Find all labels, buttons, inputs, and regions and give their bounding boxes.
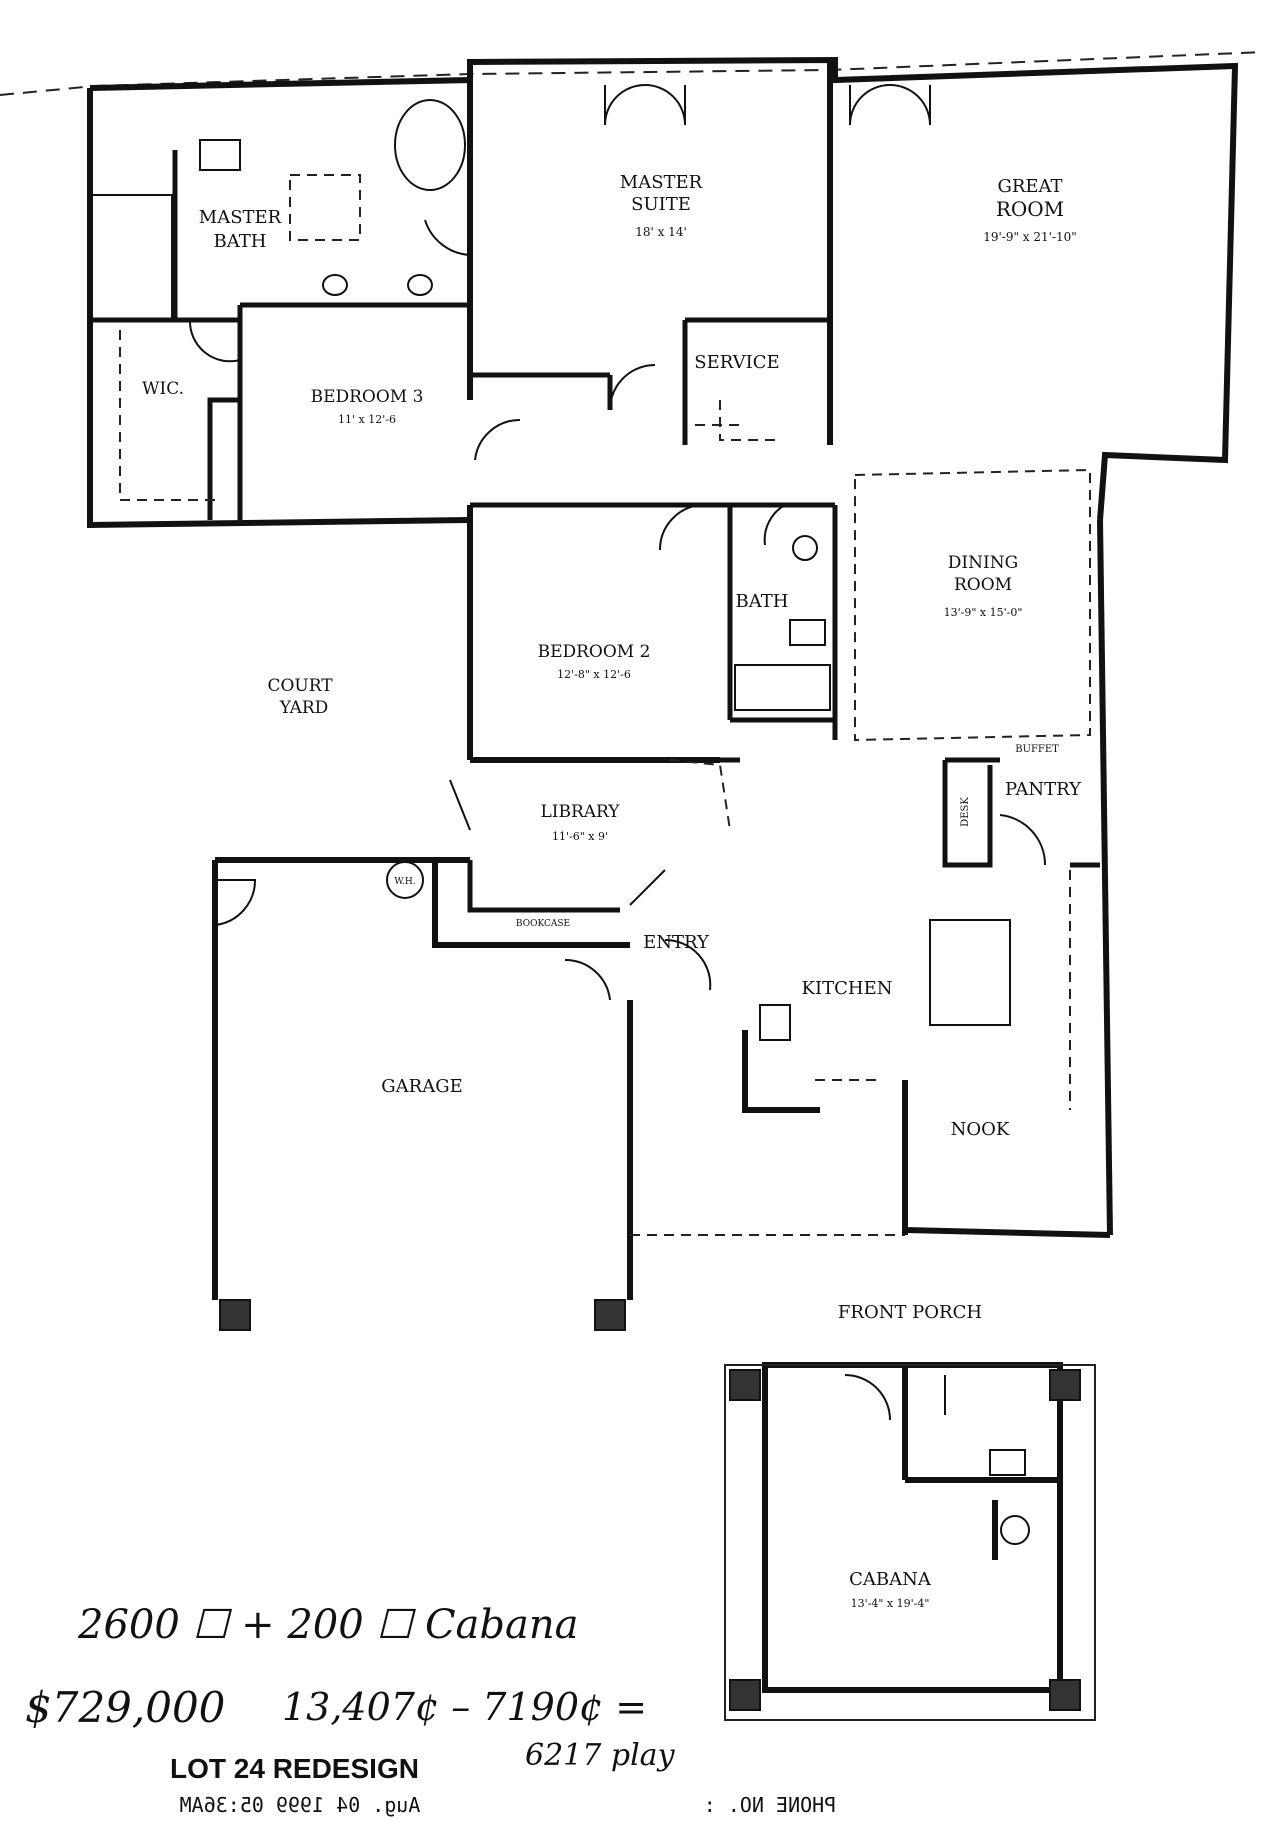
handwritten-notes: 2600 ☐ + 200 ☐ Cabana $729,000 13,407¢ –… (25, 1602, 676, 1773)
sink-icon (407, 274, 433, 296)
sink-icon (792, 535, 818, 561)
water-heater-label: W.H. (394, 877, 415, 887)
dining-room-label-2: ROOM (954, 575, 1012, 595)
sink-icon (1000, 1515, 1030, 1545)
library-label: LIBRARY (540, 802, 620, 822)
nook-label: NOOK (951, 1119, 1010, 1140)
toilet-icon (199, 139, 241, 171)
great-room-label-1: GREAT (997, 176, 1062, 197)
room-labels: MASTER BATH MASTER SUITE 18' x 14' GREAT… (142, 172, 1082, 1610)
great-room-label-2: ROOM (996, 197, 1064, 221)
lot-title: LOT 24 REDESIGN (170, 1753, 419, 1784)
pantry-label: PANTRY (1005, 779, 1082, 800)
entry-label: ENTRY (643, 932, 710, 953)
courtyard-label-2: YARD (279, 698, 329, 718)
toilet-icon (989, 1449, 1026, 1476)
wic-label: WIC. (142, 379, 184, 399)
fixtures (91, 99, 1030, 1545)
fax-date: Aug. 04 1999 05:36AM (180, 1793, 421, 1817)
master-suite-label-1: MASTER (620, 172, 703, 193)
front-porch-label: FRONT PORCH (838, 1302, 982, 1323)
master-suite-dims: 18' x 14' (635, 225, 687, 239)
service-label: SERVICE (694, 352, 779, 373)
interior-walls (90, 150, 1100, 913)
dashed-lines (119, 174, 1091, 1236)
bedroom-3-label: BEDROOM 3 (311, 387, 424, 407)
dining-room-dims: 13'-9" x 15'-0" (944, 606, 1023, 619)
sink-icon (322, 274, 348, 296)
garage-label: GARAGE (381, 1076, 462, 1097)
courtyard-label-1: COURT (267, 676, 333, 696)
columns (219, 1299, 1081, 1711)
bedroom-3-dims: 11' x 12'-6 (338, 413, 396, 426)
bathtub-icon (394, 99, 466, 191)
range-icon (759, 1004, 791, 1041)
kitchen-label: KITCHEN (802, 978, 893, 999)
price-note: $729,000 (25, 1683, 225, 1732)
cabana-label: CABANA (849, 1569, 932, 1590)
bathtub-icon (734, 664, 831, 711)
water-heater-icon (386, 861, 424, 899)
desk-label: DESK (960, 797, 971, 827)
cabana-dims: 13'-4" x 19'-4" (851, 1597, 930, 1610)
kitchen-island-icon (929, 919, 1011, 1026)
library-dims: 11'-6" x 9' (552, 830, 608, 843)
cabana-outer (724, 1364, 1096, 1721)
exterior-walls (87, 56, 1239, 1300)
buffet-label: BUFFET (1015, 744, 1059, 755)
bookcase-label: BOOKCASE (516, 919, 570, 929)
master-suite-label-2: SUITE (631, 194, 691, 215)
fax-header: Aug. 04 1999 05:36AM PHONE NO. : (180, 1793, 837, 1817)
master-bath-label-1: MASTER (199, 207, 282, 228)
bedroom-2-dims: 12'-8" x 12'-6 (557, 668, 631, 681)
dining-room-label-1: DINING (948, 553, 1018, 573)
calc-note: 13,407¢ – 7190¢ = (282, 1685, 647, 1729)
great-room-dims: 19'-9" x 21'-10" (983, 230, 1077, 244)
bath-label: BATH (736, 591, 789, 612)
shower-icon (91, 194, 173, 321)
fax-phone: PHONE NO. : (704, 1793, 836, 1817)
doors (188, 84, 1047, 1421)
master-bath-label-2: BATH (214, 231, 267, 252)
cabana-walls (762, 1362, 1063, 1693)
bedroom-2-label: BEDROOM 2 (538, 642, 651, 662)
toilet-icon (789, 619, 826, 646)
area-note: 2600 ☐ + 200 ☐ Cabana (77, 1602, 578, 1648)
result-note: 6217 play (525, 1738, 676, 1773)
